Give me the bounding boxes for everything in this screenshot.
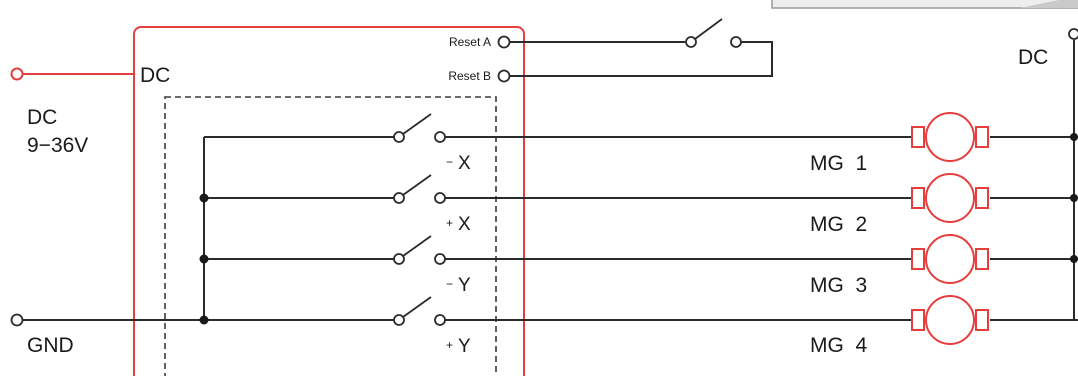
controller-dc-label: DC (140, 64, 170, 87)
svg-text:Y: Y (458, 275, 471, 296)
output-label-minus-x: − X (446, 153, 471, 174)
relay-switches (393, 113, 446, 326)
gnd-terminal (10, 313, 24, 327)
controller-box (133, 26, 525, 376)
svg-text:Y: Y (458, 336, 471, 357)
output-label-plus-y: + Y (446, 336, 471, 357)
junction-dot-icon (1070, 255, 1078, 263)
right-dc-terminal (1068, 28, 1078, 40)
open-contact-switch-icon (393, 113, 446, 143)
svg-text:+: + (446, 216, 453, 230)
reset-switch-icon (685, 18, 742, 48)
svg-text:−: − (446, 155, 453, 169)
reset-b-label: Reset B (448, 69, 491, 83)
motor-label-3: MG 3 (810, 274, 867, 297)
reset-a-terminal (497, 35, 511, 49)
right-dc-label: DC (1018, 46, 1048, 69)
junction-dot-icon (1070, 133, 1078, 141)
dc-motor-icon (911, 295, 989, 345)
dc-supply-lead (10, 67, 134, 81)
motor-label-2: MG 2 (810, 213, 867, 236)
right-bus (1068, 28, 1078, 320)
supply-range-label: 9−36V (27, 134, 88, 157)
svg-text:X: X (458, 214, 471, 235)
dc-motor-icon (911, 234, 989, 284)
junction-dot-icon (199, 315, 209, 325)
dc-motor-icon (911, 112, 989, 162)
reset-a-label: Reset A (449, 35, 491, 49)
motor-label-1: MG 1 (810, 152, 867, 175)
open-contact-switch-icon (393, 174, 446, 204)
open-contact-switch-icon (393, 235, 446, 265)
svg-text:+: + (446, 338, 453, 352)
svg-text:X: X (458, 153, 471, 174)
output-wires (445, 136, 1078, 321)
output-label-minus-y: − Y (446, 275, 471, 296)
junction-dot-icon (199, 193, 209, 203)
open-contact-switch-icon (393, 296, 446, 326)
motors (911, 112, 989, 345)
svg-text:−: − (446, 277, 453, 291)
junction-dot-icon (1070, 194, 1078, 202)
gnd-label: GND (27, 334, 74, 357)
motor-label-4: MG 4 (810, 334, 867, 357)
dc-motor-icon (911, 173, 989, 223)
top-right-panel (771, 0, 1078, 9)
reset-b-terminal (497, 69, 511, 83)
supply-dc-label: DC (27, 106, 57, 129)
output-label-plus-x: + X (446, 214, 471, 235)
dc-supply-terminal (10, 67, 24, 81)
relay-dashed-box (164, 96, 497, 376)
common-bus (199, 136, 394, 325)
reset-circuit (497, 18, 773, 83)
junction-dot-icon (199, 254, 209, 264)
